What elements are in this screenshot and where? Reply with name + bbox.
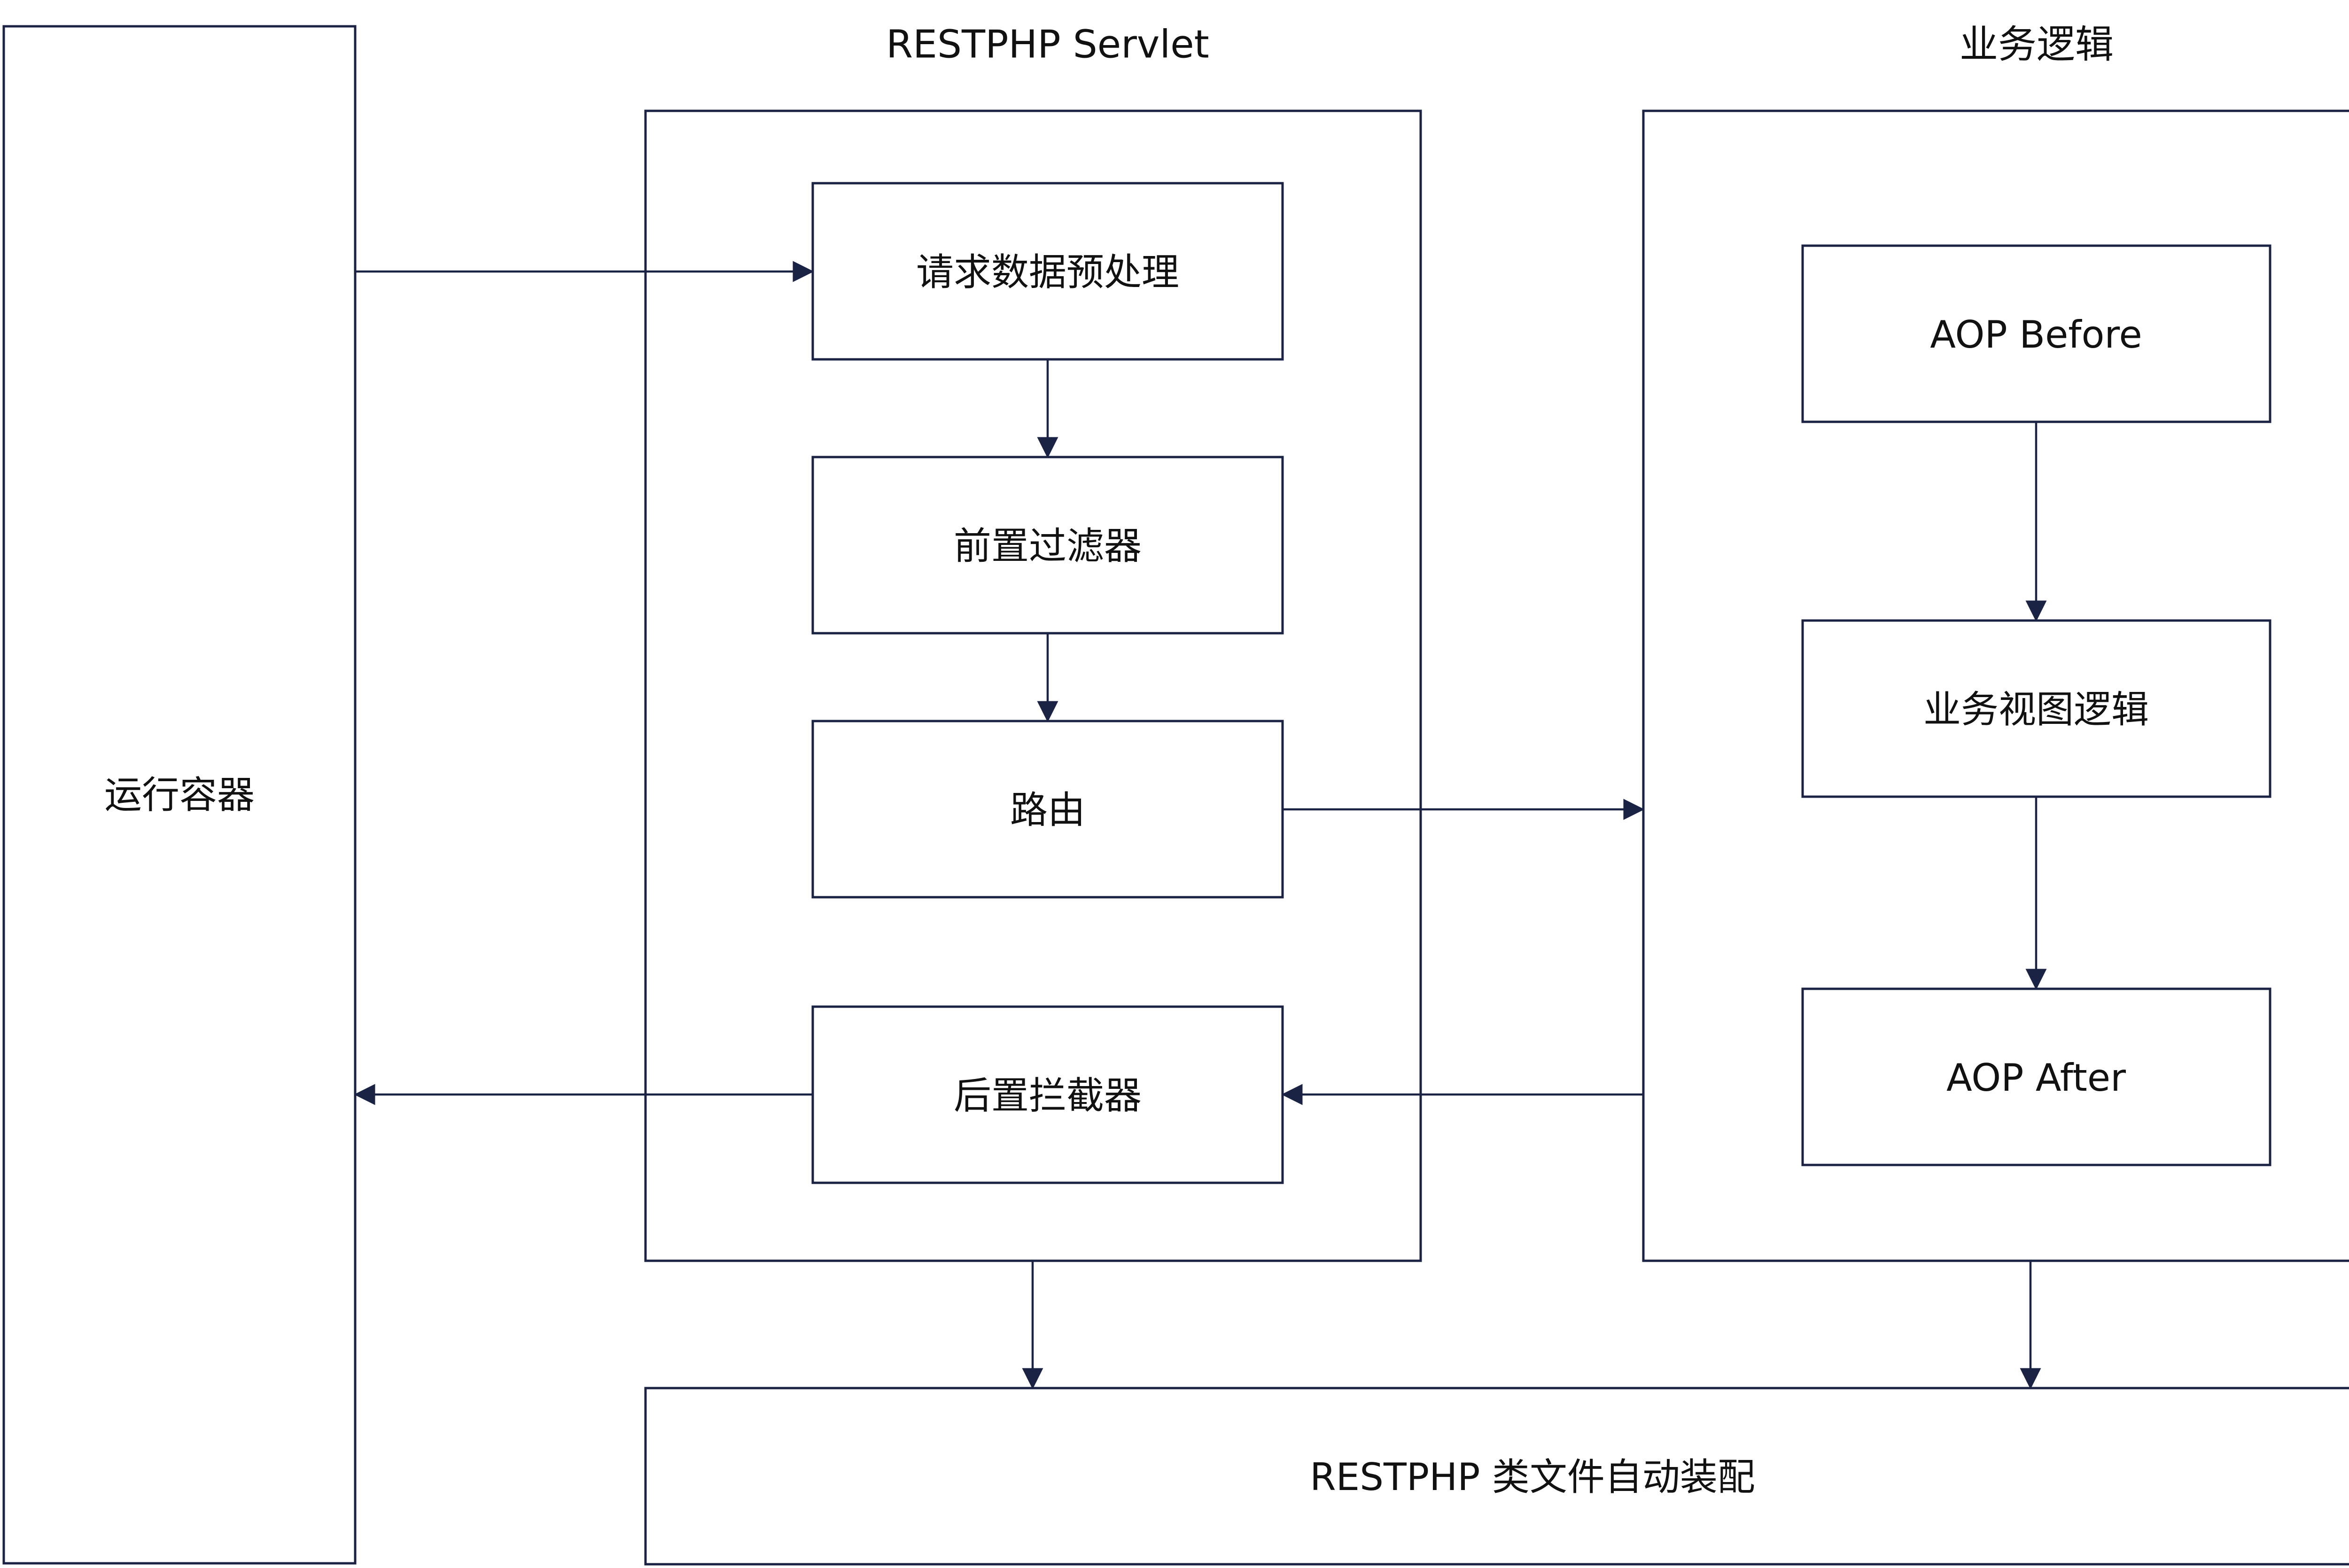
autoload-container bbox=[644, 1387, 2349, 1566]
business-step-aop-after-label: AOP After bbox=[1946, 1056, 2126, 1100]
servlet-step-post-interceptor bbox=[811, 1005, 1284, 1184]
servlet-title: RESTPHP Servlet bbox=[886, 22, 1209, 67]
servlet-step-router-label: 路由 bbox=[1010, 788, 1085, 832]
autoload-container-label: RESTPHP 类文件自动装配 bbox=[1310, 1455, 1755, 1499]
runtime-container bbox=[2, 25, 357, 1565]
servlet-step-post-interceptor-label: 后置拦截器 bbox=[954, 1074, 1142, 1118]
servlet-step-pre-filter bbox=[811, 456, 1284, 635]
servlet-step-request-preprocess-label: 请求数据预处理 bbox=[916, 250, 1179, 294]
business-step-view-logic-label: 业务视图逻辑 bbox=[1923, 688, 2149, 731]
business-step-aop-before bbox=[1801, 244, 2271, 423]
runtime-container-label: 运行容器 bbox=[104, 773, 255, 817]
business-title: 业务逻辑 bbox=[1960, 22, 2114, 67]
business-step-aop-after bbox=[1801, 987, 2271, 1166]
servlet-step-pre-filter-label: 前置过滤器 bbox=[954, 524, 1142, 568]
business-step-aop-before-label: AOP Before bbox=[1930, 313, 2142, 357]
servlet-step-request-preprocess bbox=[811, 182, 1284, 361]
business-step-view-logic bbox=[1801, 619, 2271, 798]
servlet-step-router bbox=[811, 720, 1284, 899]
